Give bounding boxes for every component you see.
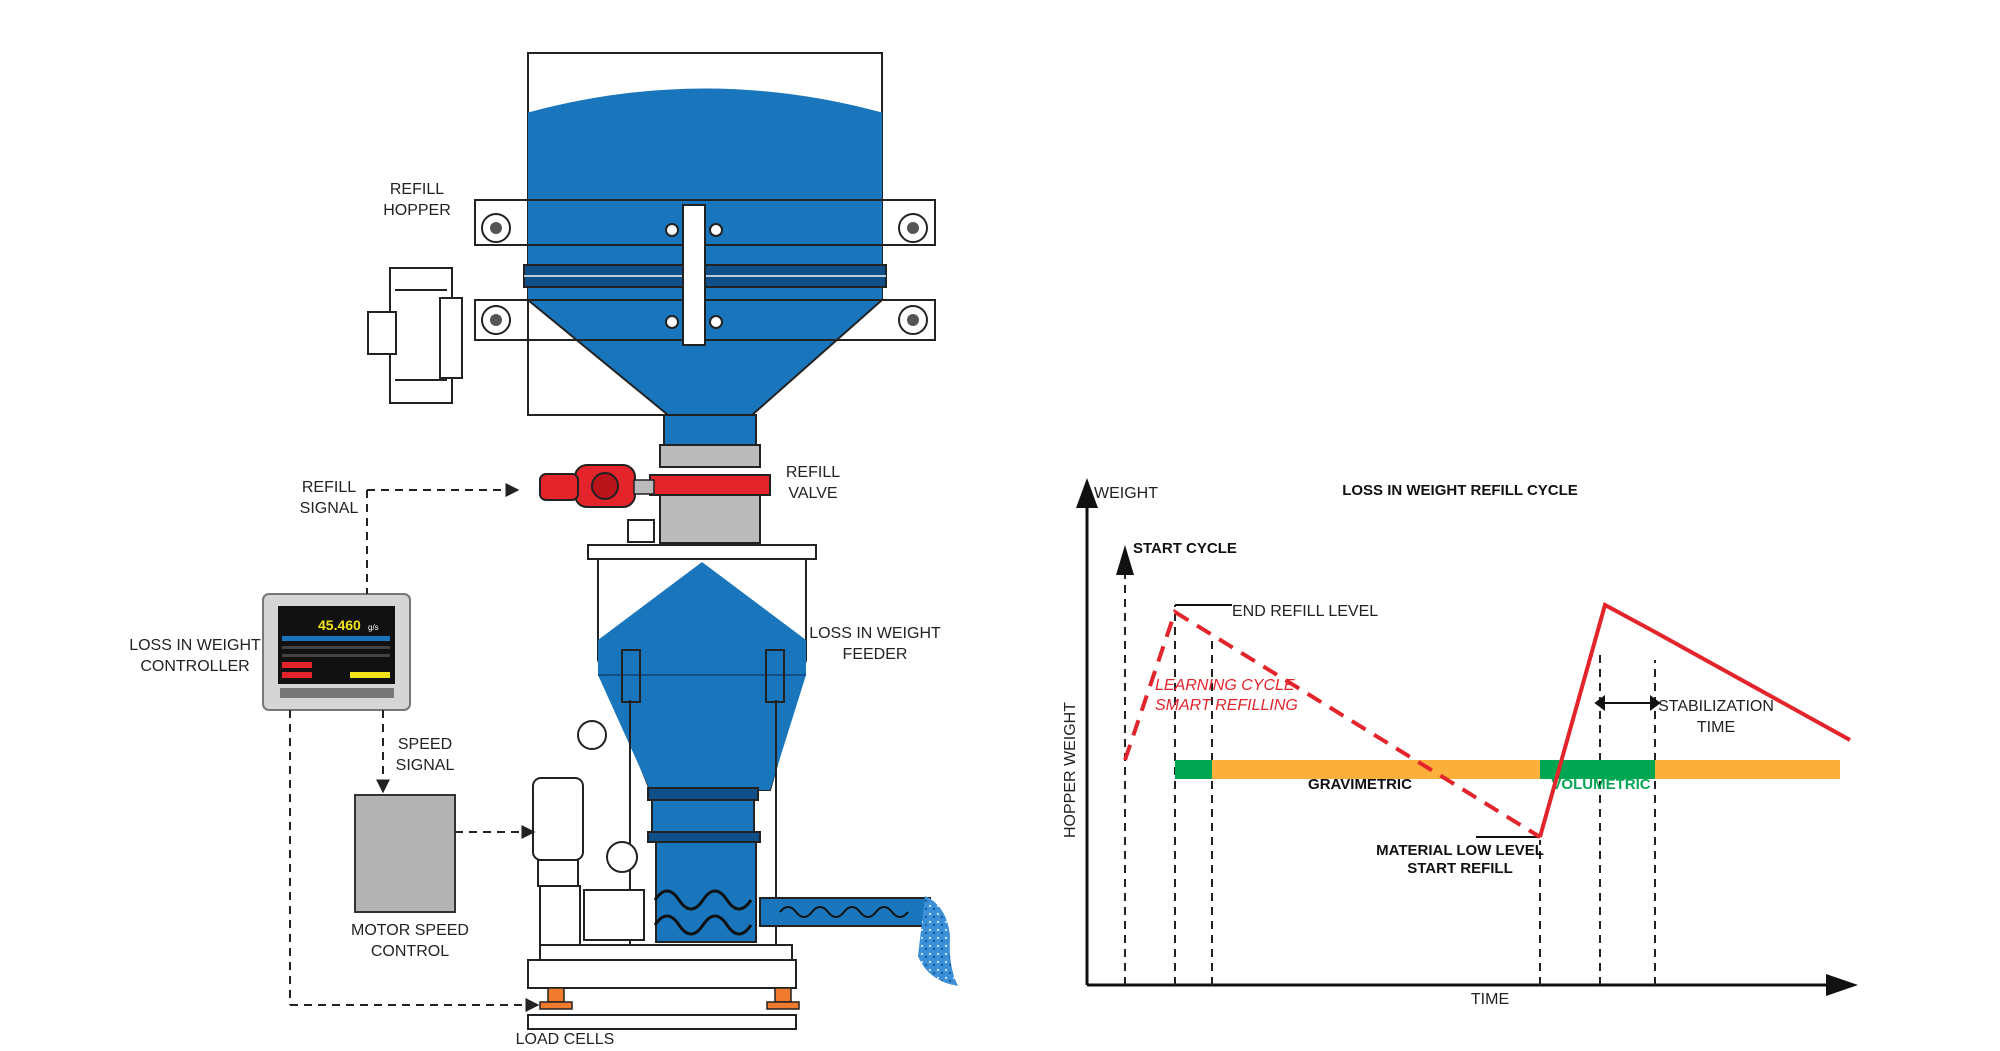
stabilization-arrow: [1594, 695, 1661, 711]
refill-signal-label-2: SIGNAL: [300, 500, 359, 517]
learning-cycle-label-2: SMART REFILLING: [1155, 697, 1298, 714]
low-level-label-1: MATERIAL LOW LEVEL: [1376, 842, 1544, 859]
end-refill-level-label: END REFILL LEVEL: [1232, 603, 1378, 620]
x-axis-label: TIME: [1471, 991, 1509, 1008]
y-top-label: WEIGHT: [1094, 485, 1158, 502]
learning-cycle-curve: [1123, 608, 1542, 839]
speed-signal-label-2: SIGNAL: [396, 757, 455, 774]
gravimetric-label: GRAVIMETRIC: [1308, 776, 1412, 793]
gravimetric-band: [1175, 760, 1840, 779]
refill-hopper: [367, 52, 936, 416]
controller-label-1: LOSS IN WEIGHT: [129, 637, 261, 654]
machine-illustration: 45.460 g/s REFILL HOPPER REFILL VALVE RE…: [129, 52, 958, 1048]
load-cell-icon: [766, 987, 800, 1010]
refill-hopper-label-2: HOPPER: [383, 202, 451, 219]
speed-signal-label-1: SPEED: [398, 736, 452, 753]
load-cell-icon: [539, 987, 573, 1010]
signal-lines: [289, 483, 540, 1012]
start-cycle-label: START CYCLE: [1133, 540, 1237, 557]
x-axis-arrow: [1826, 974, 1858, 996]
refill-valve-label-2: VALVE: [788, 485, 837, 502]
controller: 45.460 g/s: [262, 593, 411, 711]
refill-signal-label-1: REFILL: [302, 479, 356, 496]
controller-label-2: CONTROLLER: [140, 658, 249, 675]
refill-valve-label-1: REFILL: [786, 464, 840, 481]
motor-speed-control-box: [354, 794, 456, 913]
load-cells-label: LOAD CELLS: [516, 1031, 615, 1048]
volumetric-label: VOLUMETRIC: [1551, 776, 1650, 793]
feeder-label-2: FEEDER: [843, 646, 908, 663]
weight-curve: [1538, 602, 1851, 838]
learning-band: [1175, 760, 1212, 779]
volumetric-band: [1540, 760, 1655, 779]
stabilization-label-1: STABILIZATION: [1658, 698, 1774, 715]
motor-speed-control-label-1: MOTOR SPEED: [351, 922, 469, 939]
start-cycle-arrow: [1116, 545, 1134, 575]
y-axis-arrow: [1076, 478, 1098, 508]
refill-cycle-chart: LOSS IN WEIGHT REFILL CYCLE WEIGHT HOPPE…: [1062, 478, 1858, 1008]
controller-display-unit: g/s: [368, 623, 379, 632]
controller-display-value: 45.460: [318, 617, 361, 633]
learning-cycle-label-1: LEARNING CYCLE: [1155, 677, 1295, 694]
feeder-label-1: LOSS IN WEIGHT: [809, 625, 941, 642]
low-level-label-2: START REFILL: [1407, 860, 1513, 877]
y-axis-label: HOPPER WEIGHT: [1062, 702, 1079, 838]
feeder: [527, 544, 958, 1030]
stabilization-label-2: TIME: [1697, 719, 1735, 736]
refill-hopper-label-1: REFILL: [390, 181, 444, 198]
chart-title: LOSS IN WEIGHT REFILL CYCLE: [1342, 482, 1578, 499]
motor-speed-control-label-2: CONTROL: [371, 943, 449, 960]
refill-valve: [539, 414, 771, 544]
